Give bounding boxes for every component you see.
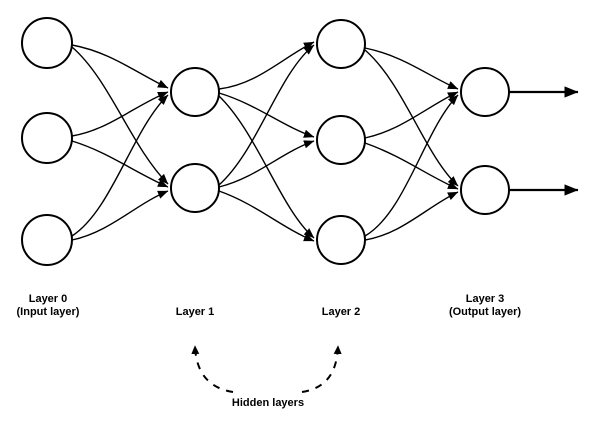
edge-l1n1-l2n2 <box>218 190 315 242</box>
layer-label-layer0: Layer 0 (Input layer) <box>17 293 80 319</box>
node-layer1-0[interactable] <box>170 67 220 117</box>
edge-l0n1-l1n1 <box>71 140 169 188</box>
layer3-label-line2: (Output layer) <box>448 306 522 318</box>
layer-label-layer1: Layer 1 <box>176 306 215 319</box>
node-layer3-1[interactable] <box>460 165 510 215</box>
edge-l0n1-l1n0 <box>71 91 169 137</box>
layer3-nodes <box>460 67 510 215</box>
node-layer2-0[interactable] <box>316 19 366 69</box>
node-layer2-2[interactable] <box>316 215 366 265</box>
node-layer0-1[interactable] <box>21 112 73 164</box>
edge-l1n1-l2n0 <box>218 44 315 186</box>
node-layer0-2[interactable] <box>21 214 73 266</box>
layer1-nodes <box>170 67 220 213</box>
hidden-pointer-right-arrow <box>301 345 342 393</box>
edges-layer0-to-layer1 <box>71 44 169 241</box>
layer-label-layer2: Layer 2 <box>322 306 361 319</box>
layer2-nodes <box>316 19 366 265</box>
edge-l1n0-l2n1 <box>218 92 315 138</box>
hidden-layer-pointers <box>191 345 342 393</box>
edge-l0n0-l1n1 <box>71 46 169 185</box>
layer0-nodes <box>21 17 73 266</box>
edge-l2n2-l3n1 <box>364 191 459 241</box>
layer1-label-line1: Layer 1 <box>175 306 215 318</box>
layer0-label-line2: (Input layer) <box>16 306 80 318</box>
layer-label-layer3: Layer 3 (Output layer) <box>449 293 521 319</box>
edge-l2n1-l3n1 <box>364 142 459 190</box>
edge-l1n0-l2n2 <box>218 95 315 239</box>
layer3-label-line1: Layer 3 <box>465 293 505 305</box>
edge-l2n2-l3n0 <box>364 94 459 237</box>
edge-l0n0-l1n0 <box>71 44 169 89</box>
layer0-label-line1: Layer 0 <box>28 293 68 305</box>
edge-l0n2-l1n1 <box>71 190 169 241</box>
node-layer3-0[interactable] <box>460 67 510 117</box>
edge-l0n2-l1n0 <box>71 94 169 237</box>
node-layer0-0[interactable] <box>21 17 73 69</box>
edge-l1n1-l2n1 <box>218 140 315 188</box>
node-layer1-1[interactable] <box>170 163 220 213</box>
node-layer2-1[interactable] <box>316 115 366 165</box>
edge-l1n0-l2n0 <box>218 41 315 90</box>
edges-layer1-to-layer2 <box>218 41 315 242</box>
output-arrows <box>509 86 579 196</box>
layer2-label-line1: Layer 2 <box>321 306 361 318</box>
hidden-layers-label: Hidden layers <box>231 397 305 409</box>
hidden-pointer-left-arrow <box>191 345 234 393</box>
edge-l2n0-l3n1 <box>364 49 459 187</box>
edges-layer2-to-layer3 <box>364 47 459 241</box>
edge-l2n0-l3n0 <box>364 47 459 90</box>
